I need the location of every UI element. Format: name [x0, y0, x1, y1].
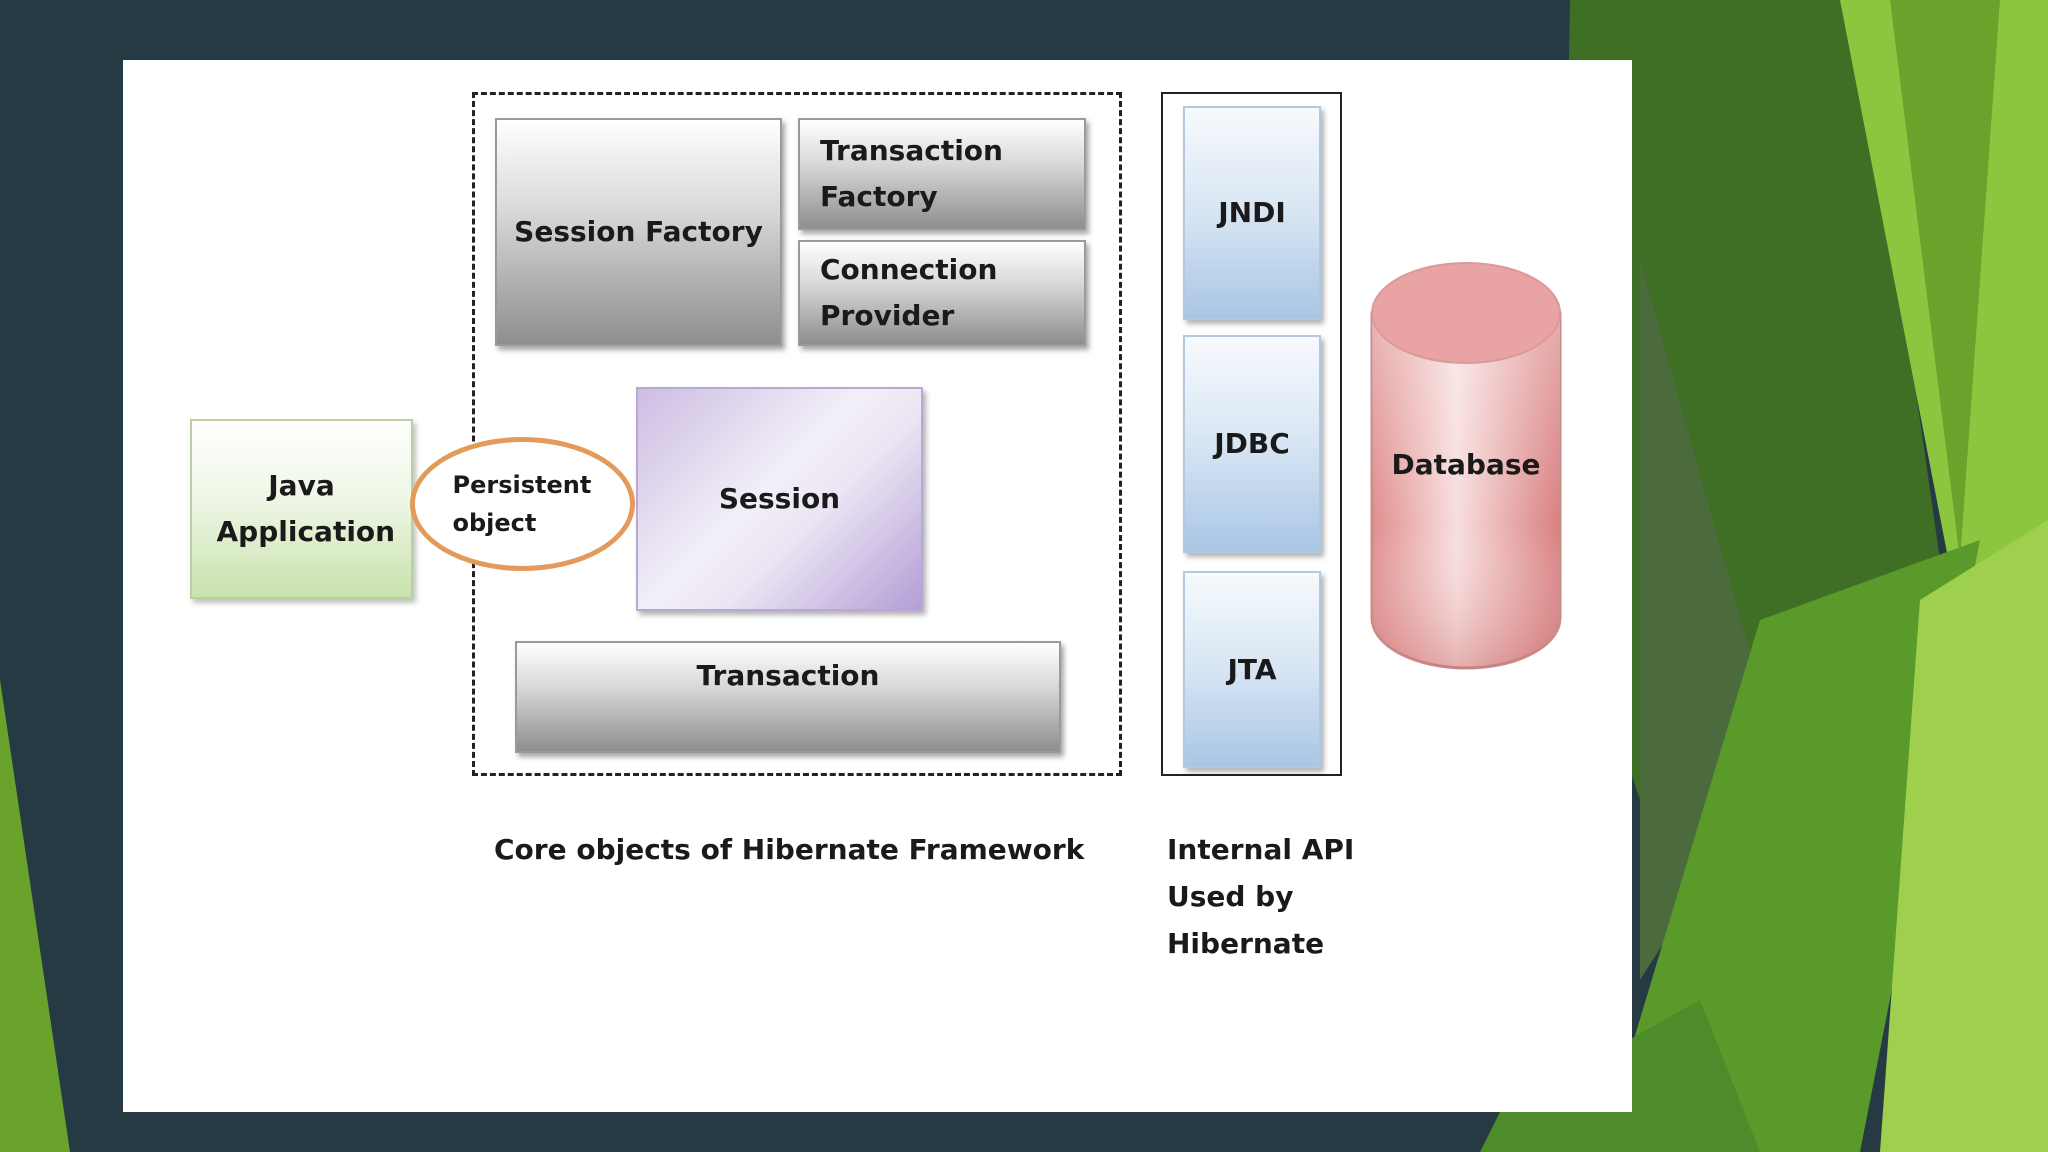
session-factory-node: Session Factory [495, 118, 782, 346]
database-label: Database [1391, 448, 1541, 481]
transaction-factory-label: Transaction Factory [820, 134, 1003, 213]
database-label-box: Database [1368, 440, 1564, 490]
transaction-factory-node: Transaction Factory [798, 118, 1086, 230]
jdbc-label: JDBC [1214, 427, 1290, 460]
jta-label: JTA [1227, 652, 1277, 686]
java-application-node: Java Application [190, 419, 413, 599]
connection-provider-label: Connection Provider [820, 253, 998, 332]
jdbc-node: JDBC [1183, 335, 1321, 553]
internal-api-group [1161, 92, 1342, 776]
internal-api-caption: Internal API Used by Hibernate [1167, 833, 1355, 960]
session-node: Session [636, 387, 923, 611]
connection-provider-node: Connection Provider [798, 240, 1086, 346]
persistent-object-node: Persistent object [410, 437, 635, 571]
session-label: Session [718, 482, 841, 515]
transaction-node: Transaction [515, 641, 1061, 753]
persistent-object-label: Persistent object [452, 471, 592, 537]
jndi-label: JNDI [1218, 196, 1286, 229]
database-cylinder [1370, 262, 1562, 670]
transaction-label: Transaction [696, 659, 880, 692]
session-factory-label: Session Factory [514, 215, 763, 248]
core-objects-caption: Core objects of Hibernate Framework [494, 833, 1085, 866]
core-objects-group [472, 92, 1122, 776]
java-application-label: Java Application [216, 469, 396, 548]
jndi-node: JNDI [1183, 106, 1321, 320]
jta-node: JTA [1183, 571, 1321, 768]
